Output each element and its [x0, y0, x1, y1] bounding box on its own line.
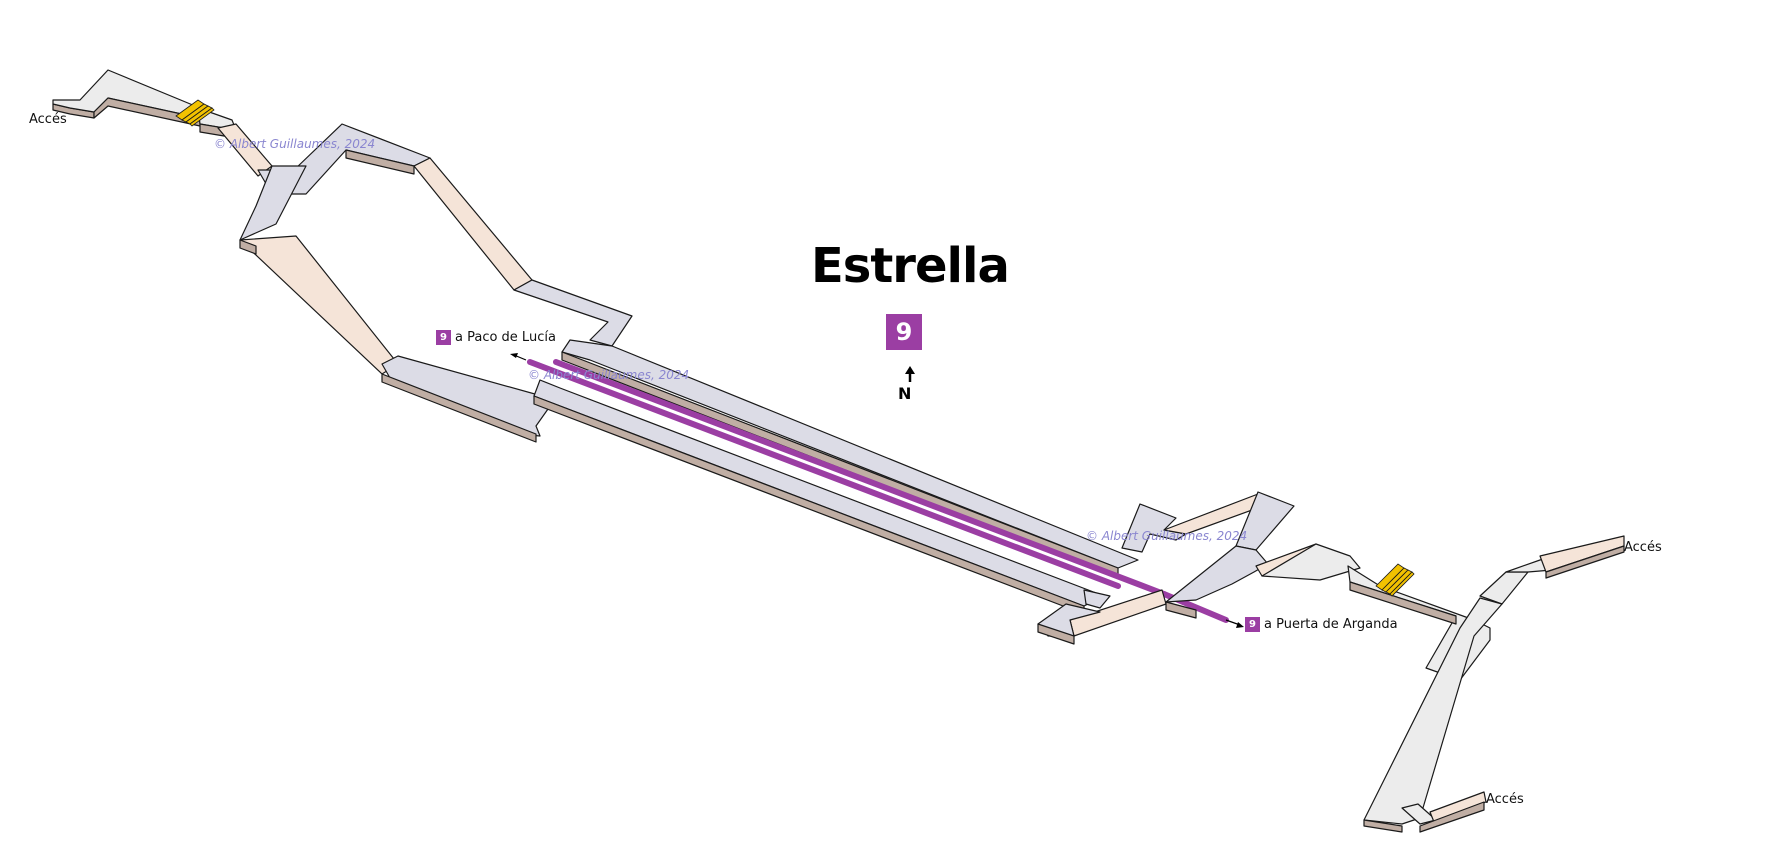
- east-exit-corridors: [1347, 535, 1625, 833]
- nw-exit-corridor: [52, 69, 237, 139]
- east-stairs: [1375, 563, 1415, 597]
- watermark-center: © Albert Guillaumes, 2024: [528, 368, 690, 382]
- exit-label-ne: Accés: [1624, 540, 1662, 555]
- platform-corridors: [533, 339, 1139, 615]
- line-9-badge: 9: [886, 314, 922, 350]
- track-line-north: [527, 359, 1121, 589]
- watermark-nw: © Albert Guillaumes, 2024: [214, 137, 376, 151]
- direction-west-label: a Paco de Lucía: [455, 330, 556, 345]
- east-mezzanine-loop: [1037, 491, 1361, 645]
- exit-label-se: Accés: [1486, 792, 1524, 807]
- direction-east-badge: 9: [1245, 617, 1260, 632]
- track-line-south: [553, 359, 1167, 597]
- line-9-track: [527, 359, 1229, 623]
- station-title: Estrella: [811, 238, 1010, 294]
- west-mezzanine-loop: [217, 123, 633, 443]
- north-arrow-icon: [905, 366, 915, 382]
- nw-stairs: [175, 99, 215, 127]
- north-label: N: [898, 384, 912, 403]
- exit-label-nw: Accés: [29, 112, 67, 127]
- watermark-east: © Albert Guillaumes, 2024: [1086, 529, 1248, 543]
- direction-east-label: a Puerta de Arganda: [1264, 617, 1398, 632]
- direction-arrows: [510, 353, 1244, 628]
- direction-west-badge: 9: [436, 330, 451, 345]
